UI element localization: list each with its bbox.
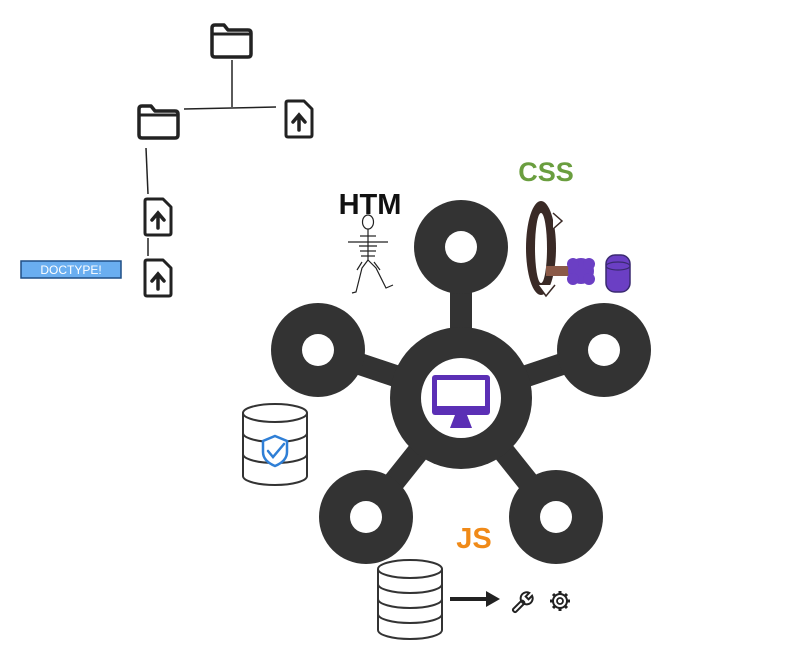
tree-connector: [183, 106, 277, 110]
file-upload-icon: [143, 197, 173, 237]
doctype-label: DOCTYPE!: [40, 263, 101, 277]
doctype-badge: DOCTYPE!: [20, 260, 122, 279]
folder-icon: [210, 23, 253, 59]
skeleton-figure-icon: [348, 214, 394, 294]
monitor-icon: [432, 375, 490, 428]
tree-connector: [145, 147, 149, 195]
wrench-icon: [511, 591, 534, 614]
database-shield-icon: [242, 403, 308, 486]
css-figure-icon: [526, 201, 631, 298]
database-icon: [377, 559, 443, 640]
arrow-right-icon: [450, 591, 500, 607]
file-tree: [145, 60, 277, 256]
js-label: JS: [456, 523, 491, 555]
html-label: HTM: [339, 189, 402, 221]
folder-icon: [137, 104, 180, 140]
file-upload-icon: [284, 99, 314, 139]
file-upload-icon: [143, 258, 173, 298]
css-label: CSS: [518, 157, 574, 187]
gear-icon: [550, 591, 570, 611]
